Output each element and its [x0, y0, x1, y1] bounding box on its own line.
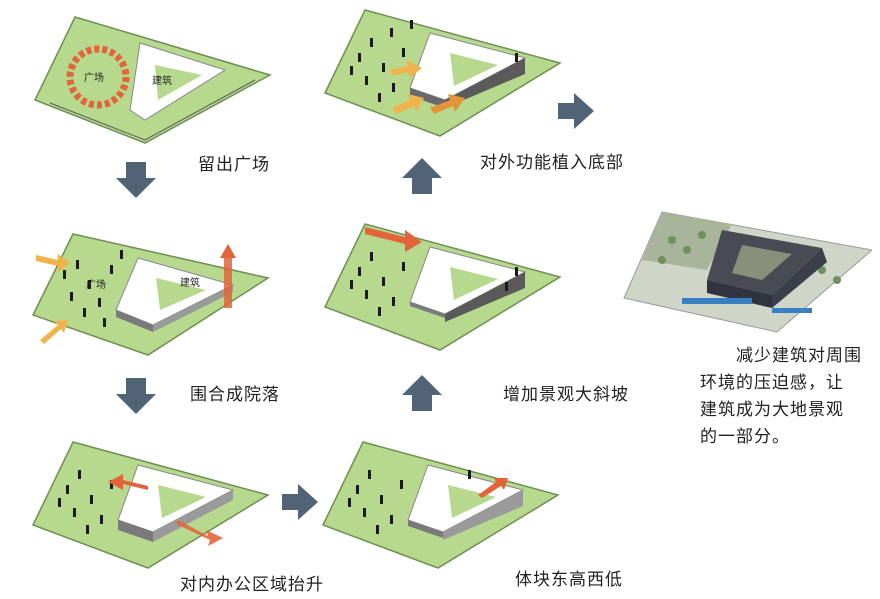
step3-label: 对内办公区域抬升	[180, 575, 324, 595]
flow-arrow-icon	[390, 60, 465, 114]
step4-diagram	[321, 441, 560, 569]
panel-step1: 广场 建筑	[30, 15, 275, 145]
panel-step6	[320, 8, 565, 138]
description-line-3: 建筑成为大地景观	[700, 400, 844, 420]
step6-label: 对外功能植入底部	[480, 153, 624, 173]
step6-diagram	[323, 9, 562, 137]
building-label: 建筑	[180, 276, 200, 289]
step1-label: 留出广场	[198, 155, 270, 175]
description: 减少建筑对周围 环境的压迫感，让 建筑成为大地景观 的一部分。	[700, 343, 870, 451]
panel-step2: 广场 建筑	[28, 230, 273, 360]
flow-arrow-icon	[365, 227, 422, 252]
step5-label: 增加景观大斜坡	[503, 385, 629, 405]
panel-step5	[320, 222, 565, 352]
step2-diagram: 广场 建筑	[31, 233, 270, 356]
arrow-right-icon	[558, 93, 594, 129]
people-icon	[350, 20, 518, 102]
plaza-label: 广场	[84, 71, 104, 84]
render-image	[622, 210, 872, 335]
panel-step4	[318, 440, 563, 570]
people-icon	[348, 470, 471, 534]
building-render	[623, 211, 872, 333]
step4-label: 体块东高西低	[515, 570, 623, 590]
arrow-up-icon	[402, 375, 442, 411]
step5-diagram	[323, 223, 562, 351]
panel-step3	[28, 440, 273, 570]
description-line-2: 环境的压迫感，让	[700, 373, 844, 393]
flow-arrow-icon	[36, 244, 236, 344]
arrow-down-icon	[116, 378, 156, 414]
arrow-down-icon	[116, 162, 156, 198]
description-line-1: 减少建筑对周围	[736, 346, 862, 366]
flow-arrow-icon	[108, 474, 223, 546]
building-label: 建筑	[152, 74, 172, 87]
step1-diagram: 广场 建筑	[33, 16, 272, 144]
people-icon	[350, 252, 518, 316]
step2-label: 围合成院落	[190, 385, 280, 405]
arrow-right-icon	[282, 484, 318, 520]
people-icon	[63, 250, 123, 327]
step3-diagram	[31, 441, 270, 569]
arrow-up-icon	[402, 158, 442, 194]
plaza-ring	[66, 45, 130, 109]
flow-arrow-icon	[478, 478, 508, 498]
description-line-4: 的一部分。	[700, 427, 790, 447]
people-icon	[58, 470, 113, 534]
